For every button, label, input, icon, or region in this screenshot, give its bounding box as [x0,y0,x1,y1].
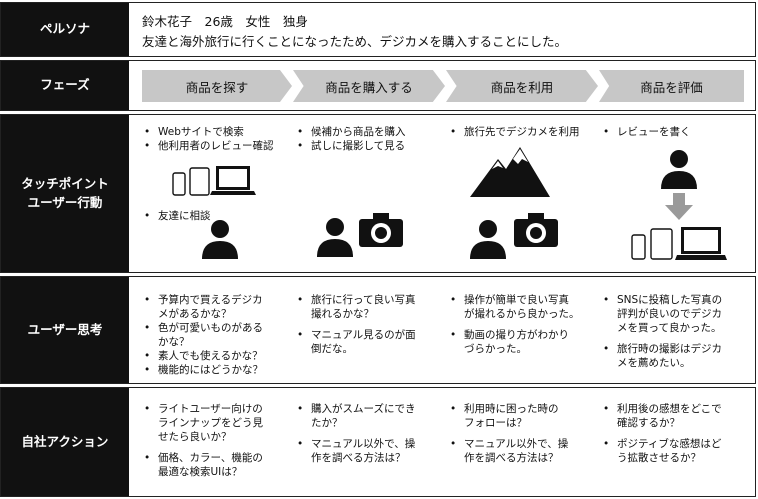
touchpoint-col-search: Webサイトで検索 他利用者のレビュー確認 友達に相談 [142,115,294,272]
persona-label: ペルソナ [1,3,129,56]
list-item: 旅行先でデジカメを利用 [448,125,580,139]
devices-icon [172,166,256,196]
touchpoint-col-review: レビューを書く [601,115,751,272]
list-item: 素人でも使えるかな？ [142,349,263,363]
person-icon [661,150,697,189]
list-item: レビューを書く [601,125,691,139]
list-item: 候補から商品を購入 [295,125,406,139]
tablet-icon [650,228,673,260]
persona-row: ペルソナ 鈴木花子 26歳 女性 独身 友達と海外旅行に行くことになったため、デ… [0,2,756,57]
phase-step-review: 商品を評価 [599,70,744,102]
touchpoint-label: タッチポイントユーザー行動 [1,115,129,272]
company-action-label: 自社アクション [1,388,129,496]
persona-profile: 鈴木花子 26歳 女性 独身 [142,14,308,29]
phase-step-search: 商品を探す [142,70,292,102]
phase-step-purchase: 商品を購入する [293,70,445,102]
touchpoint-label-line2: ユーザー行動 [27,194,103,210]
tablet-icon [189,167,210,196]
smartphone-icon [172,172,186,196]
list-item: Webサイトで検索 [142,125,274,139]
persona-scenario: 友達と海外旅行に行くことになったため、デジカメを購入することにした。 [142,34,568,49]
camera-icon [514,213,558,247]
laptop-icon [210,166,256,195]
person-icon [470,220,506,259]
mountain-icon [470,147,550,197]
camera-icon [359,213,403,247]
phase-step-use: 商品を利用 [446,70,598,102]
phase-row: フェーズ 商品を探す 商品を購入する 商品を利用 商品を評価 [0,60,756,111]
touchpoint-label-line1: タッチポイント [21,176,109,192]
list-item: 機能的にはどうかな？ [142,363,263,377]
list-item: 友達に相談 [142,209,211,223]
person-icon [202,220,238,259]
touchpoint-col-use: 旅行先でデジカメを利用 [448,115,600,272]
laptop-icon [675,227,727,260]
touchpoint-col-purchase: 候補から商品を購入 試しに撮影して見る [295,115,447,272]
devices-icon [631,227,727,260]
list-item: 試しに撮影して見る [295,139,406,153]
smartphone-icon [631,234,646,260]
list-item: 他利用者のレビュー確認 [142,139,274,153]
phase-label: フェーズ [1,61,129,110]
person-icon [317,218,353,257]
down-arrow-icon [665,193,693,220]
user-thinking-label: ユーザー思考 [1,277,129,383]
